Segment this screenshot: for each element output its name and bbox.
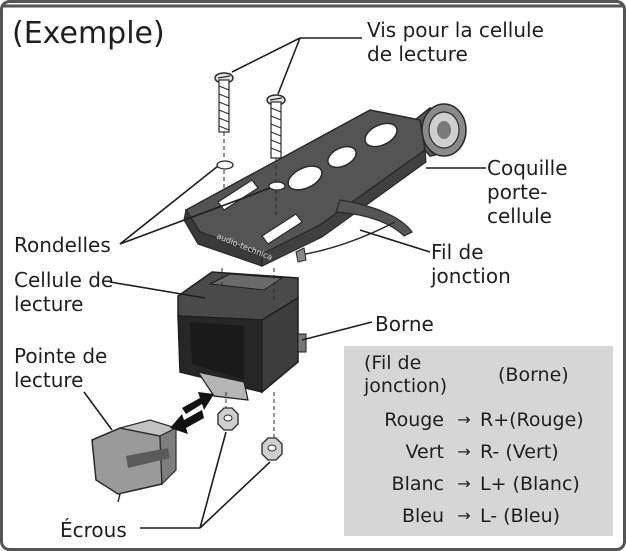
arrow-icon: → <box>457 474 471 493</box>
terminal-name: R- (Vert) <box>480 441 559 463</box>
terminal-name: R+(Rouge) <box>480 409 584 431</box>
wiring-header-terminal: (Borne) <box>498 364 569 386</box>
cartridge <box>177 271 307 401</box>
label-washers: Rondelles <box>14 233 111 257</box>
header-line: jonction) <box>364 375 448 397</box>
label-line: lecture <box>14 368 84 392</box>
wire-color: Bleu <box>401 505 444 527</box>
label-lead-wire: Fil de jonction <box>431 240 511 288</box>
arrow-icon: → <box>457 442 471 461</box>
label-line: Vis pour la cellule <box>367 18 544 42</box>
screw-right <box>266 94 286 159</box>
washer-right <box>268 181 286 191</box>
label-line: Fil de <box>431 240 484 264</box>
wiring-table: (Fil de jonction) (Borne) Rouge → R+(Rou… <box>344 346 613 536</box>
label-line: de lecture <box>367 42 468 66</box>
label-line: Coquille <box>487 156 568 180</box>
terminal-name: L+ (Blanc) <box>480 473 580 495</box>
washer-left <box>216 160 234 170</box>
label-headshell: Coquille porte- cellule <box>487 156 568 228</box>
nut-right <box>261 437 283 461</box>
leader-lines <box>83 37 486 529</box>
wire-color: Vert <box>405 441 444 463</box>
label-stylus: Pointe de lecture <box>14 344 107 392</box>
header-line: (Fil de <box>364 352 422 374</box>
label-cartridge: Cellule de lecture <box>14 268 113 316</box>
label-line: porte- <box>487 180 548 204</box>
label-line: jonction <box>431 264 511 288</box>
arrow-icon: → <box>457 410 471 429</box>
wire-color: Blanc <box>391 473 444 495</box>
label-line: cellule <box>487 204 552 228</box>
wiring-row: Blanc → L+ (Blanc) <box>344 470 613 498</box>
diagram-title: (Exemple) <box>12 16 165 51</box>
alignment-lines <box>221 132 277 438</box>
wiring-row: Vert → R- (Vert) <box>344 438 613 466</box>
arrow-icon: → <box>457 506 471 525</box>
stylus <box>91 419 178 503</box>
lead-wire <box>299 221 396 256</box>
nut-left <box>217 407 239 431</box>
wiring-header-wire: (Fil de jonction) <box>364 352 447 398</box>
label-line: lecture <box>14 292 84 316</box>
label-line: Cellule de <box>14 268 114 292</box>
label-nuts: Écrous <box>60 518 127 542</box>
headshell: audio-technica <box>183 103 467 267</box>
terminal-name: L- (Bleu) <box>480 505 561 527</box>
wiring-row: Rouge → R+(Rouge) <box>344 406 613 434</box>
insert-arrow <box>170 392 214 434</box>
wiring-row: Bleu → L- (Bleu) <box>344 502 613 530</box>
label-cartridge-screws: Vis pour la cellule de lecture <box>367 18 544 66</box>
label-line: Pointe de <box>14 344 108 368</box>
label-terminal: Borne <box>375 312 434 336</box>
wire-color: Rouge <box>384 409 444 431</box>
